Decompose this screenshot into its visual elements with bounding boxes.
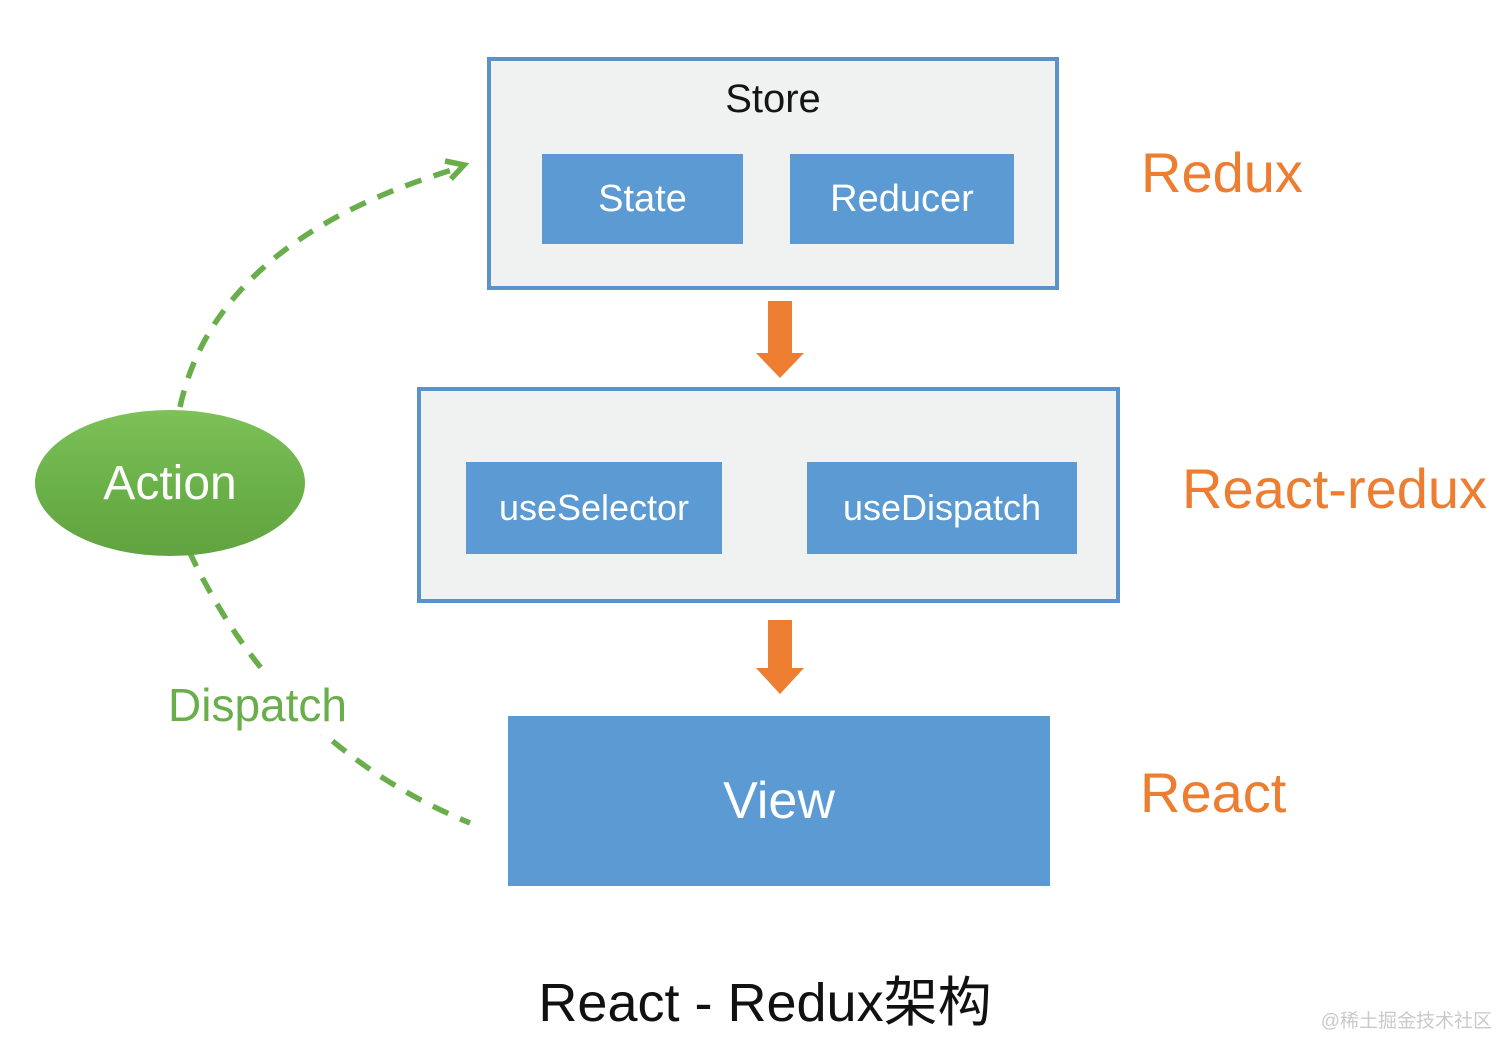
action-ellipse: Action xyxy=(35,410,305,556)
redux-side-label: Redux xyxy=(1141,141,1303,204)
react-redux-side-label: React-redux xyxy=(1182,457,1488,520)
use-selector-node: useSelector xyxy=(466,462,722,554)
store-panel: Store State Reducer xyxy=(487,57,1059,290)
action-to-store-arrowhead-icon xyxy=(444,158,470,181)
action-to-store-dashed-line xyxy=(177,167,453,408)
diagram-title: React - Redux架构 xyxy=(538,973,992,1033)
react-redux-panel: useSelector useDispatch xyxy=(417,387,1120,603)
reactredux-to-view-down-arrow-icon xyxy=(756,620,804,694)
watermark: @稀土掘金技术社区 xyxy=(1320,1011,1492,1032)
use-dispatch-node: useDispatch xyxy=(807,462,1077,554)
store-to-reactredux-down-arrow-icon xyxy=(756,301,804,378)
state-node: State xyxy=(542,154,743,244)
reducer-node: Reducer xyxy=(790,154,1014,244)
store-title: Store xyxy=(725,77,821,121)
dispatch-label: Dispatch xyxy=(160,676,355,734)
react-side-label: React xyxy=(1140,761,1287,824)
action-to-view-dashed-line xyxy=(186,549,472,826)
view-node: View xyxy=(508,716,1050,886)
